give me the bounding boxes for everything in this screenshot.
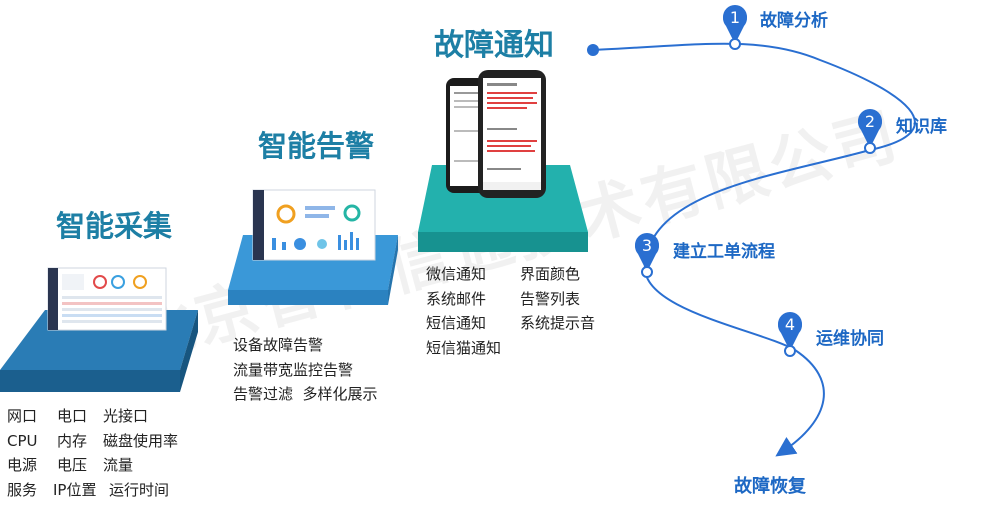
step-label-1: 故障分析 [760, 11, 828, 31]
notify-item: 短信猫通知 [426, 338, 502, 357]
collect-item: 运行时间 [109, 480, 170, 499]
collect-item: 网口 [7, 407, 38, 425]
step-number: 2 [865, 112, 875, 131]
collect-item: 电口 [57, 407, 88, 425]
collect-item: IP位置 [53, 480, 97, 499]
alarm-platform [228, 189, 398, 305]
step-number: 1 [730, 8, 740, 27]
notify-item: 系统提示音 [520, 314, 596, 332]
collect-platform [0, 267, 198, 392]
notify-item: 告警列表 [520, 289, 581, 308]
step-marker-4: 4 [778, 312, 803, 357]
notify-platform [418, 70, 588, 252]
notify-item: 微信通知 [426, 265, 487, 283]
step-label-2: 知识库 [896, 117, 947, 137]
notify-features-right: 界面颜色 告警列表 系统提示音 [520, 262, 595, 336]
notify-item: 系统邮件 [426, 289, 487, 308]
step-label-3: 建立工单流程 [673, 242, 775, 262]
collect-item: 流量 [103, 456, 134, 474]
alarm-item: 告警过滤 多样化展示 [233, 385, 378, 403]
notify-item: 界面颜色 [520, 265, 581, 283]
step-number: 4 [785, 315, 795, 334]
collect-row: CPU 内存磁盘使用率 [7, 429, 178, 454]
notify-item: 短信通知 [426, 314, 487, 332]
collect-features: 网口 电口光接口 CPU 内存磁盘使用率 电源 电压流量 服务 IP位置运行时间 [7, 404, 178, 502]
alarm-features: 设备故障告警 流量带宽监控告警 告警过滤 多样化展示 [233, 333, 378, 407]
collect-title: 智能采集 [56, 209, 173, 243]
collect-item: 内存 [57, 431, 88, 450]
notify-features-left: 微信通知 系统邮件 短信通知 短信猫通知 [426, 262, 501, 360]
step-marker-2: 2 [858, 109, 882, 154]
alarm-dashboard-screenshot [252, 189, 376, 261]
collect-item: 电压 [57, 456, 88, 474]
step-marker-1: 1 [723, 5, 748, 50]
collect-item: 服务 [7, 480, 38, 499]
alarm-item: 流量带宽监控告警 [233, 360, 354, 379]
alarm-item: 设备故障告警 [233, 336, 324, 354]
collect-row: 电源 电压流量 [7, 453, 178, 478]
collect-item: 光接口 [103, 407, 149, 425]
collect-item: CPU [7, 431, 38, 450]
step-number: 3 [642, 236, 652, 255]
collect-dashboard-screenshot [47, 267, 167, 331]
notify-title: 故障通知 [434, 28, 554, 63]
collect-item: 电源 [7, 456, 38, 474]
step-marker-3: 3 [635, 233, 659, 278]
flow-start-dot [587, 44, 599, 56]
collect-row: 网口 电口光接口 [7, 404, 178, 429]
collect-item: 磁盘使用率 [103, 431, 179, 450]
end-label: 故障恢复 [734, 476, 806, 497]
alarm-title: 智能告警 [258, 129, 375, 163]
step-label-4: 运维协同 [816, 329, 884, 349]
collect-row: 服务 IP位置运行时间 [7, 478, 178, 503]
phones-screenshot [446, 70, 546, 198]
